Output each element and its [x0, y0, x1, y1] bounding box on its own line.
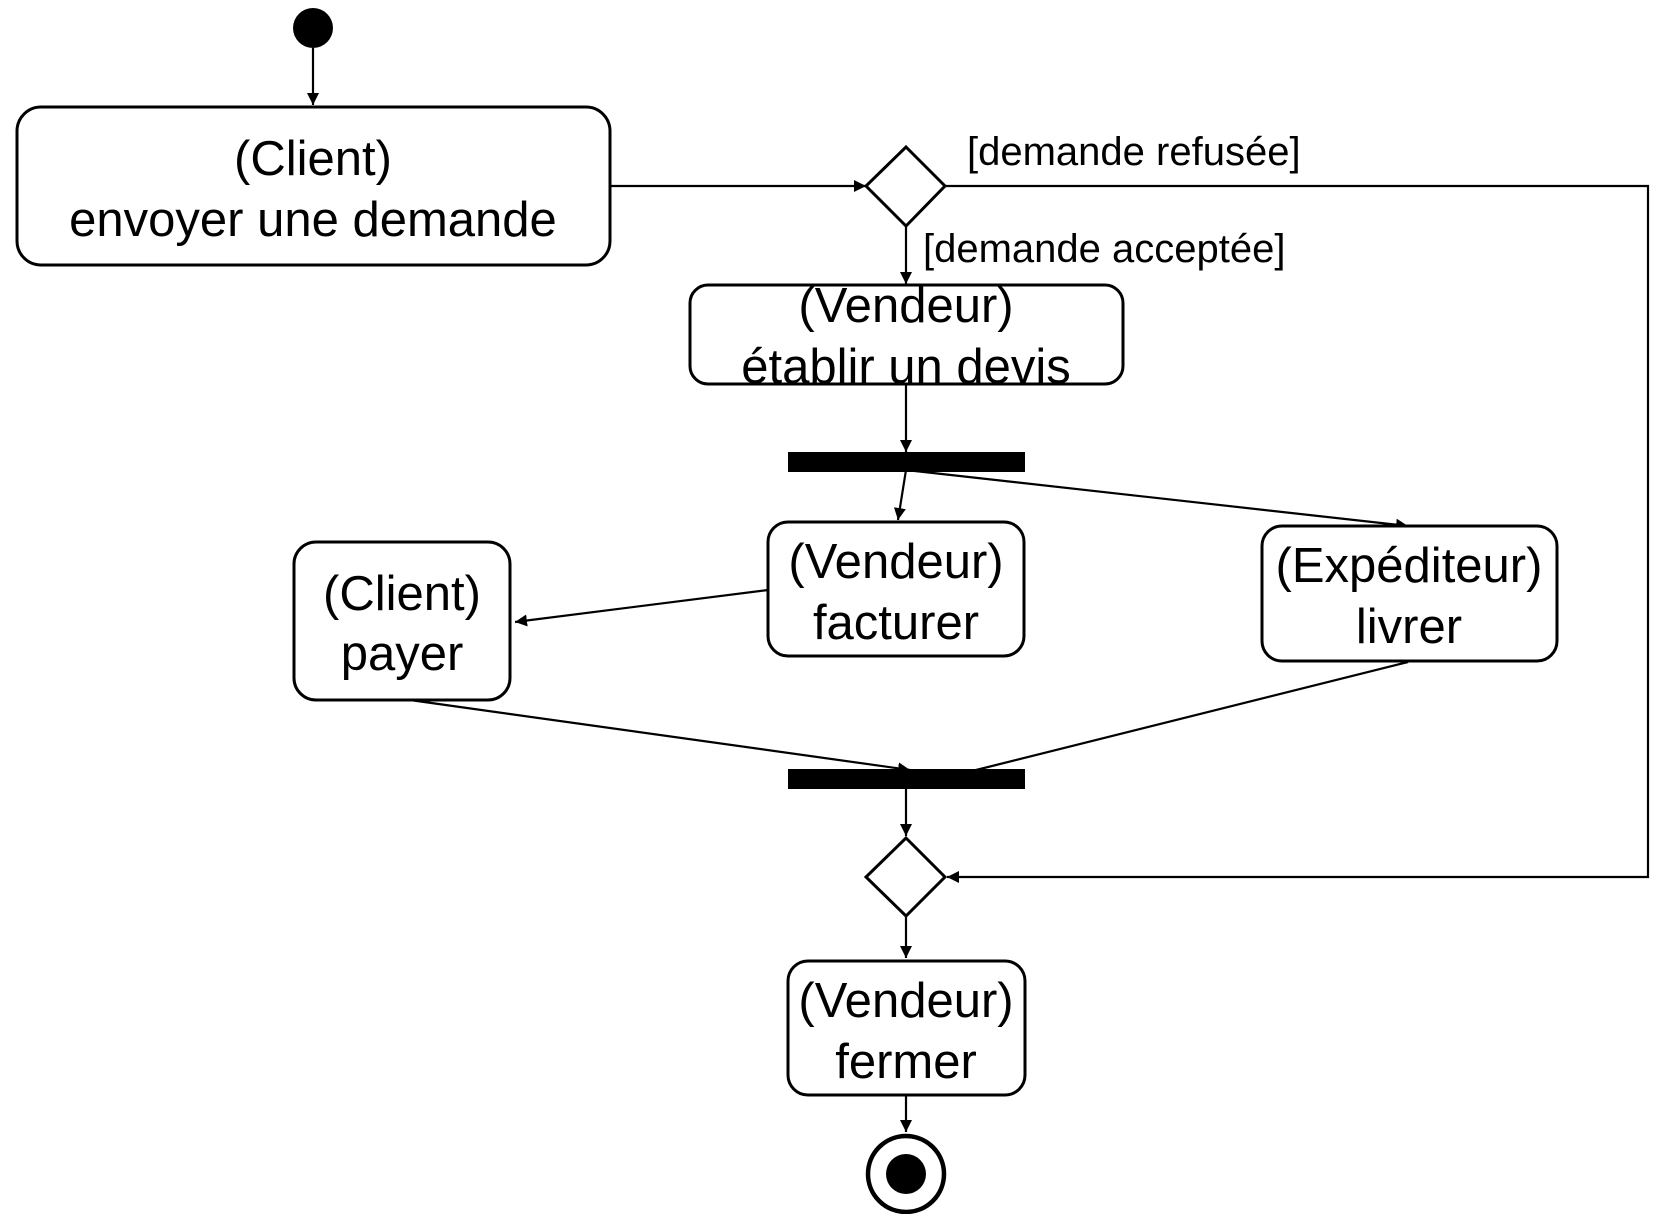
action-fermer-actor: (Vendeur)	[798, 974, 1013, 1028]
guard-demande-refusee: [demande refusée]	[967, 130, 1301, 174]
initial-node	[293, 8, 333, 48]
action-etablir-devis-actor: (Vendeur)	[798, 279, 1013, 333]
action-livrer-actor: (Expéditeur)	[1276, 539, 1543, 593]
edge-fork-to-facturer	[893, 469, 908, 521]
action-etablir-devis-label: établir un devis	[741, 340, 1071, 394]
edge-facturer-to-payer	[514, 588, 769, 627]
edge-livrer-to-join	[967, 660, 1409, 774]
action-etablir-devis: (Vendeur) établir un devis	[688, 279, 1125, 394]
join-bar	[788, 769, 1025, 789]
action-envoyer-demande-actor: (Client)	[234, 132, 392, 186]
action-envoyer-demande: (Client) envoyer une demande	[15, 105, 612, 267]
action-livrer: (Expéditeur) livrer	[1260, 524, 1559, 663]
edge-fork-to-livrer	[905, 468, 1409, 531]
action-facturer-label: facturer	[813, 596, 979, 650]
action-fermer: (Vendeur) fermer	[786, 959, 1027, 1097]
action-facturer: (Vendeur) facturer	[766, 520, 1026, 658]
action-envoyer-demande-label: envoyer une demande	[69, 193, 557, 247]
merge-node	[863, 835, 948, 919]
guard-demande-acceptee: [demande acceptée]	[923, 227, 1285, 271]
final-node	[865, 1133, 947, 1214]
action-fermer-label: fermer	[835, 1035, 977, 1089]
action-livrer-label: livrer	[1356, 600, 1462, 654]
action-facturer-actor: (Vendeur)	[788, 535, 1003, 589]
fork-bar	[788, 452, 1025, 472]
action-payer-actor: (Client)	[323, 567, 481, 621]
action-payer-label: payer	[341, 627, 464, 681]
edge-payer-to-join	[409, 698, 911, 775]
decision-node	[863, 144, 948, 229]
edge-decision-refused-to-merge	[945, 184, 1650, 883]
action-payer: (Client) payer	[292, 540, 512, 702]
